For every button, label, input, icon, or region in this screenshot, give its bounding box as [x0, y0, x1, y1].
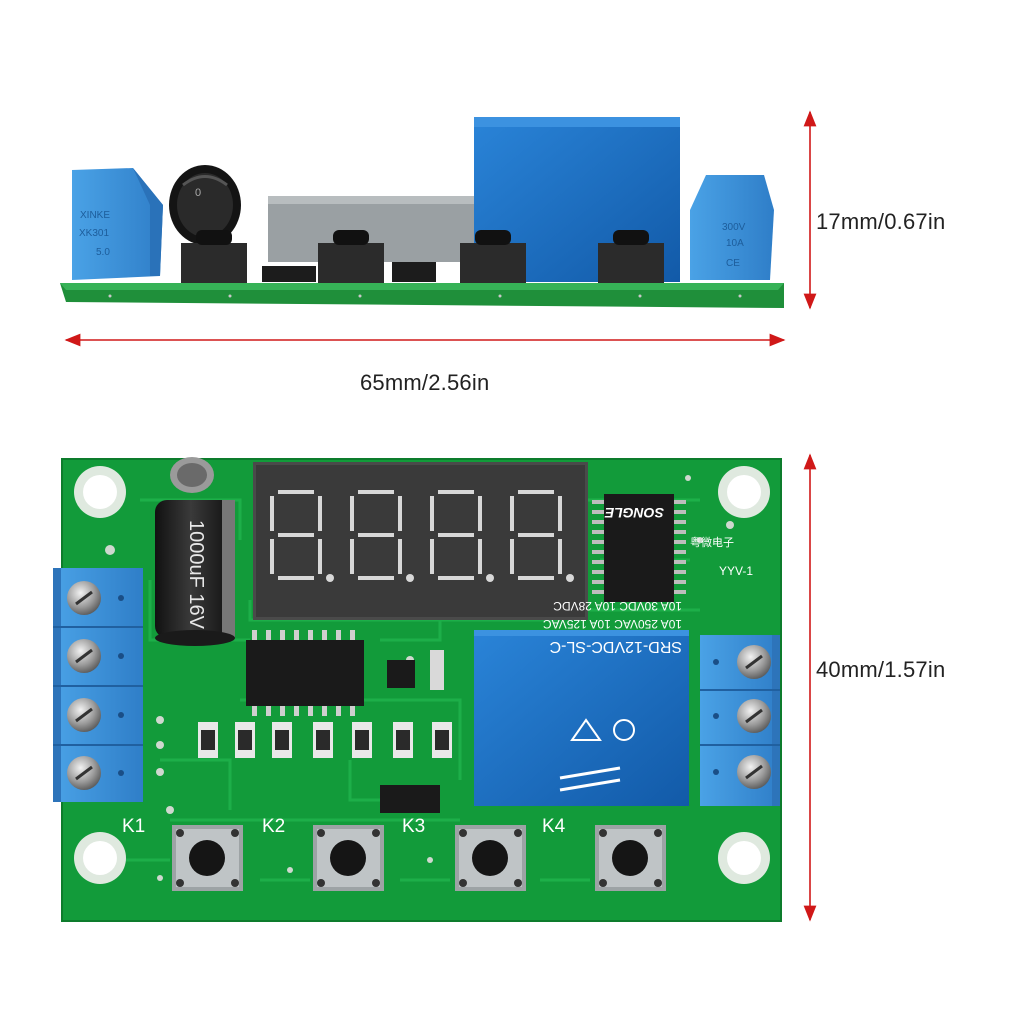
button-k4 — [595, 825, 666, 891]
svg-text:10A: 10A — [726, 238, 744, 249]
width-dimension-label: 40mm/1.57in — [816, 657, 946, 682]
height-dimension-label: 17mm/0.67in — [816, 209, 946, 234]
side-view-board: XINKE XK301 5.0 0 300V 10A CE — [60, 117, 784, 308]
ic-pin — [592, 580, 604, 584]
ic-pin — [674, 520, 686, 524]
ic-pin — [350, 630, 355, 640]
ic-pin — [592, 510, 604, 514]
k3-label: K3 — [402, 816, 425, 837]
svg-text:0: 0 — [195, 187, 201, 199]
length-dimension-label: 65mm/2.56in — [360, 370, 490, 395]
relay-brand: SONGLE — [604, 505, 664, 521]
electrolytic-capacitor: 1000uF 16V — [155, 457, 235, 646]
ic-pin — [592, 590, 604, 594]
button-k3 — [455, 825, 526, 891]
ic-pin — [266, 706, 271, 716]
ic-pin — [592, 540, 604, 544]
seven-segment-display — [253, 462, 588, 620]
capacitor-label: 1000uF 16V — [185, 520, 207, 630]
model-silkscreen: YYV-1 — [719, 564, 753, 578]
ic-pin — [280, 630, 285, 640]
smd-body — [201, 730, 215, 750]
ic-pin — [266, 630, 271, 640]
svg-text:XK301: XK301 — [79, 228, 109, 239]
ic-pin — [592, 550, 604, 554]
k4-label: K4 — [542, 816, 566, 837]
ic-pin — [336, 706, 341, 716]
ic-pin — [674, 570, 686, 574]
display-decimal-point — [406, 574, 414, 582]
display-decimal-point — [486, 574, 494, 582]
ic-pin — [674, 560, 686, 564]
ic-pin — [322, 706, 327, 716]
display-digit — [350, 490, 402, 580]
display-decimal-point — [326, 574, 334, 582]
ic-pin — [674, 530, 686, 534]
ic-pin — [322, 630, 327, 640]
ic-pin — [592, 500, 604, 504]
side-terminal-right: 300V 10A CE — [690, 175, 774, 280]
ic-pin — [674, 590, 686, 594]
terminal-block-left — [53, 568, 143, 802]
display-driver-ic — [592, 494, 686, 602]
relay-rating-2: 10A 30VDC 10A 28VDC — [553, 599, 682, 613]
top-view-board: 1000uF 16V 粤微电子 YYV-1 — [53, 457, 782, 922]
button-k2 — [313, 825, 384, 891]
brand-silkscreen: 粤微电子 — [690, 535, 734, 549]
svg-text:5.0: 5.0 — [96, 247, 110, 258]
smd-body — [435, 730, 449, 750]
relay: SRD-12VDC-SL-C 10A 250VAC 10A 125VAC 10A… — [474, 505, 689, 806]
button-k1 — [172, 825, 243, 891]
ic-pin — [336, 630, 341, 640]
svg-text:300V: 300V — [722, 222, 746, 233]
ic-pin — [592, 530, 604, 534]
ic-pin — [294, 630, 299, 640]
ic-pin — [592, 520, 604, 524]
smd-resistors — [198, 722, 452, 758]
ic-pin — [252, 706, 257, 716]
smd-body — [275, 730, 289, 750]
svg-text:CE: CE — [726, 258, 740, 269]
ic-pin — [308, 630, 313, 640]
relay-model-label: SRD-12VDC-SL-C — [550, 638, 682, 655]
ic-pin — [592, 560, 604, 564]
smd-body — [396, 730, 410, 750]
mounting-holes — [74, 466, 770, 884]
display-digit — [270, 490, 322, 580]
main-ic — [246, 630, 364, 716]
push-buttons — [172, 825, 666, 891]
ic-pin — [674, 550, 686, 554]
smd-body — [316, 730, 330, 750]
display-digit — [430, 490, 482, 580]
ic-pin — [252, 630, 257, 640]
ic-pin — [674, 540, 686, 544]
side-buttons — [181, 230, 664, 283]
ic-pin — [674, 500, 686, 504]
k2-label: K2 — [262, 816, 285, 837]
dimension-arrows — [64, 110, 817, 922]
side-terminal-left: XINKE XK301 5.0 — [72, 168, 163, 280]
ic-pin — [674, 580, 686, 584]
ic-pin — [308, 706, 313, 716]
ic-pin — [592, 570, 604, 574]
svg-text:XINKE: XINKE — [80, 210, 110, 221]
relay-rating-1: 10A 250VAC 10A 125VAC — [543, 617, 682, 631]
terminal-block-right — [700, 635, 780, 806]
smd-body — [238, 730, 252, 750]
ic-pin — [294, 706, 299, 716]
ic-pin — [674, 510, 686, 514]
display-decimal-point — [566, 574, 574, 582]
display-digit — [510, 490, 562, 580]
ic-pin — [280, 706, 285, 716]
smd-body — [355, 730, 369, 750]
side-capacitor: 0 — [169, 165, 241, 245]
ic-pin — [350, 706, 355, 716]
k1-label: K1 — [122, 816, 145, 837]
